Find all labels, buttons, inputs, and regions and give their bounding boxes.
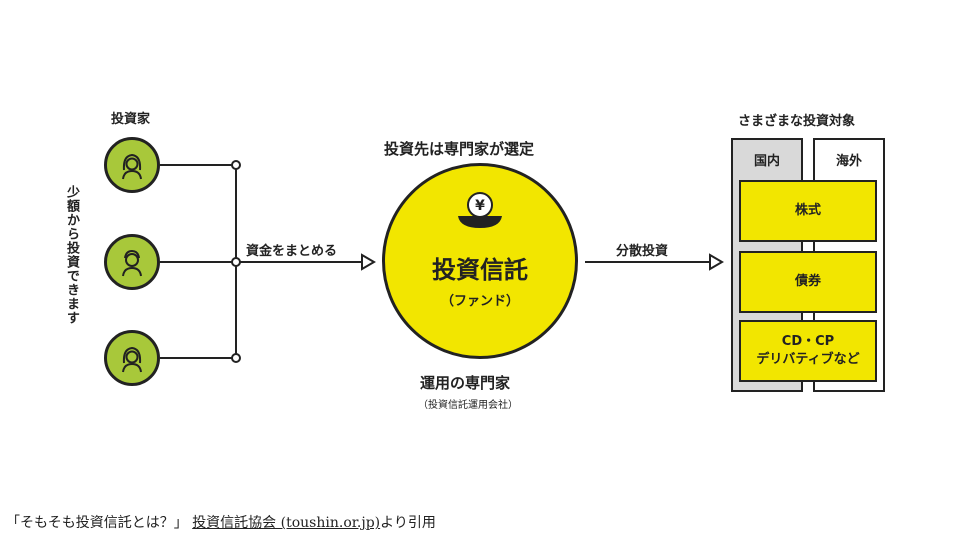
target-label-line2: デリバティブなど xyxy=(756,352,860,367)
fund-manager-sub: （投資信託運用会社） xyxy=(418,400,518,411)
junction-dot-2 xyxy=(231,257,241,267)
woman-icon xyxy=(122,153,142,180)
fund-sub: （ファンド） xyxy=(440,294,519,309)
source-link[interactable]: 投資信託協会 (toushin.or.jp) xyxy=(192,515,381,531)
arrowhead-collect xyxy=(361,253,376,271)
target-label: 株式 xyxy=(794,202,821,218)
target-label: 債券 xyxy=(794,273,821,289)
target-cdcp: CD・CP デリバティブなど xyxy=(739,320,877,382)
overseas-label: 海外 xyxy=(835,154,862,169)
junction-dot-3 xyxy=(231,353,241,363)
domestic-label: 国内 xyxy=(753,154,780,169)
fund-name: 投資信託 xyxy=(432,256,528,284)
caption-prefix: 「そもそも投資信託とは？」 xyxy=(6,515,188,531)
fund-circle: ¥ 投資信託 （ファンド） xyxy=(382,163,578,359)
source-caption: 「そもそも投資信託とは？」 投資信託協会 (toushin.or.jp)より引用 xyxy=(6,512,436,532)
junction-dot-1 xyxy=(231,160,241,170)
fund-top-label: 投資先は専門家が選定 xyxy=(384,140,535,158)
investor-3 xyxy=(104,330,160,386)
target-stocks: 株式 xyxy=(739,180,877,242)
target-bonds: 債券 xyxy=(739,251,877,313)
fund-manager: 運用の専門家 xyxy=(420,374,511,392)
target-label: CD・CP xyxy=(781,333,835,349)
yen-symbol: ¥ xyxy=(475,198,485,214)
woman-icon xyxy=(122,346,142,373)
yen-coin-icon: ¥ xyxy=(458,192,502,228)
arrowhead-diversify xyxy=(709,253,724,271)
caption-suffix: より引用 xyxy=(380,515,436,531)
man-icon xyxy=(122,249,142,277)
investors-side-text: 少額から投資できます xyxy=(64,185,79,325)
targets-title: さまざまな投資対象 xyxy=(738,114,856,129)
investor-2 xyxy=(104,234,160,290)
collect-funds-label: 資金をまとめる xyxy=(246,244,338,259)
diversify-label: 分散投資 xyxy=(616,244,669,259)
investor-1 xyxy=(104,137,160,193)
investors-title: 投資家 xyxy=(111,112,151,127)
